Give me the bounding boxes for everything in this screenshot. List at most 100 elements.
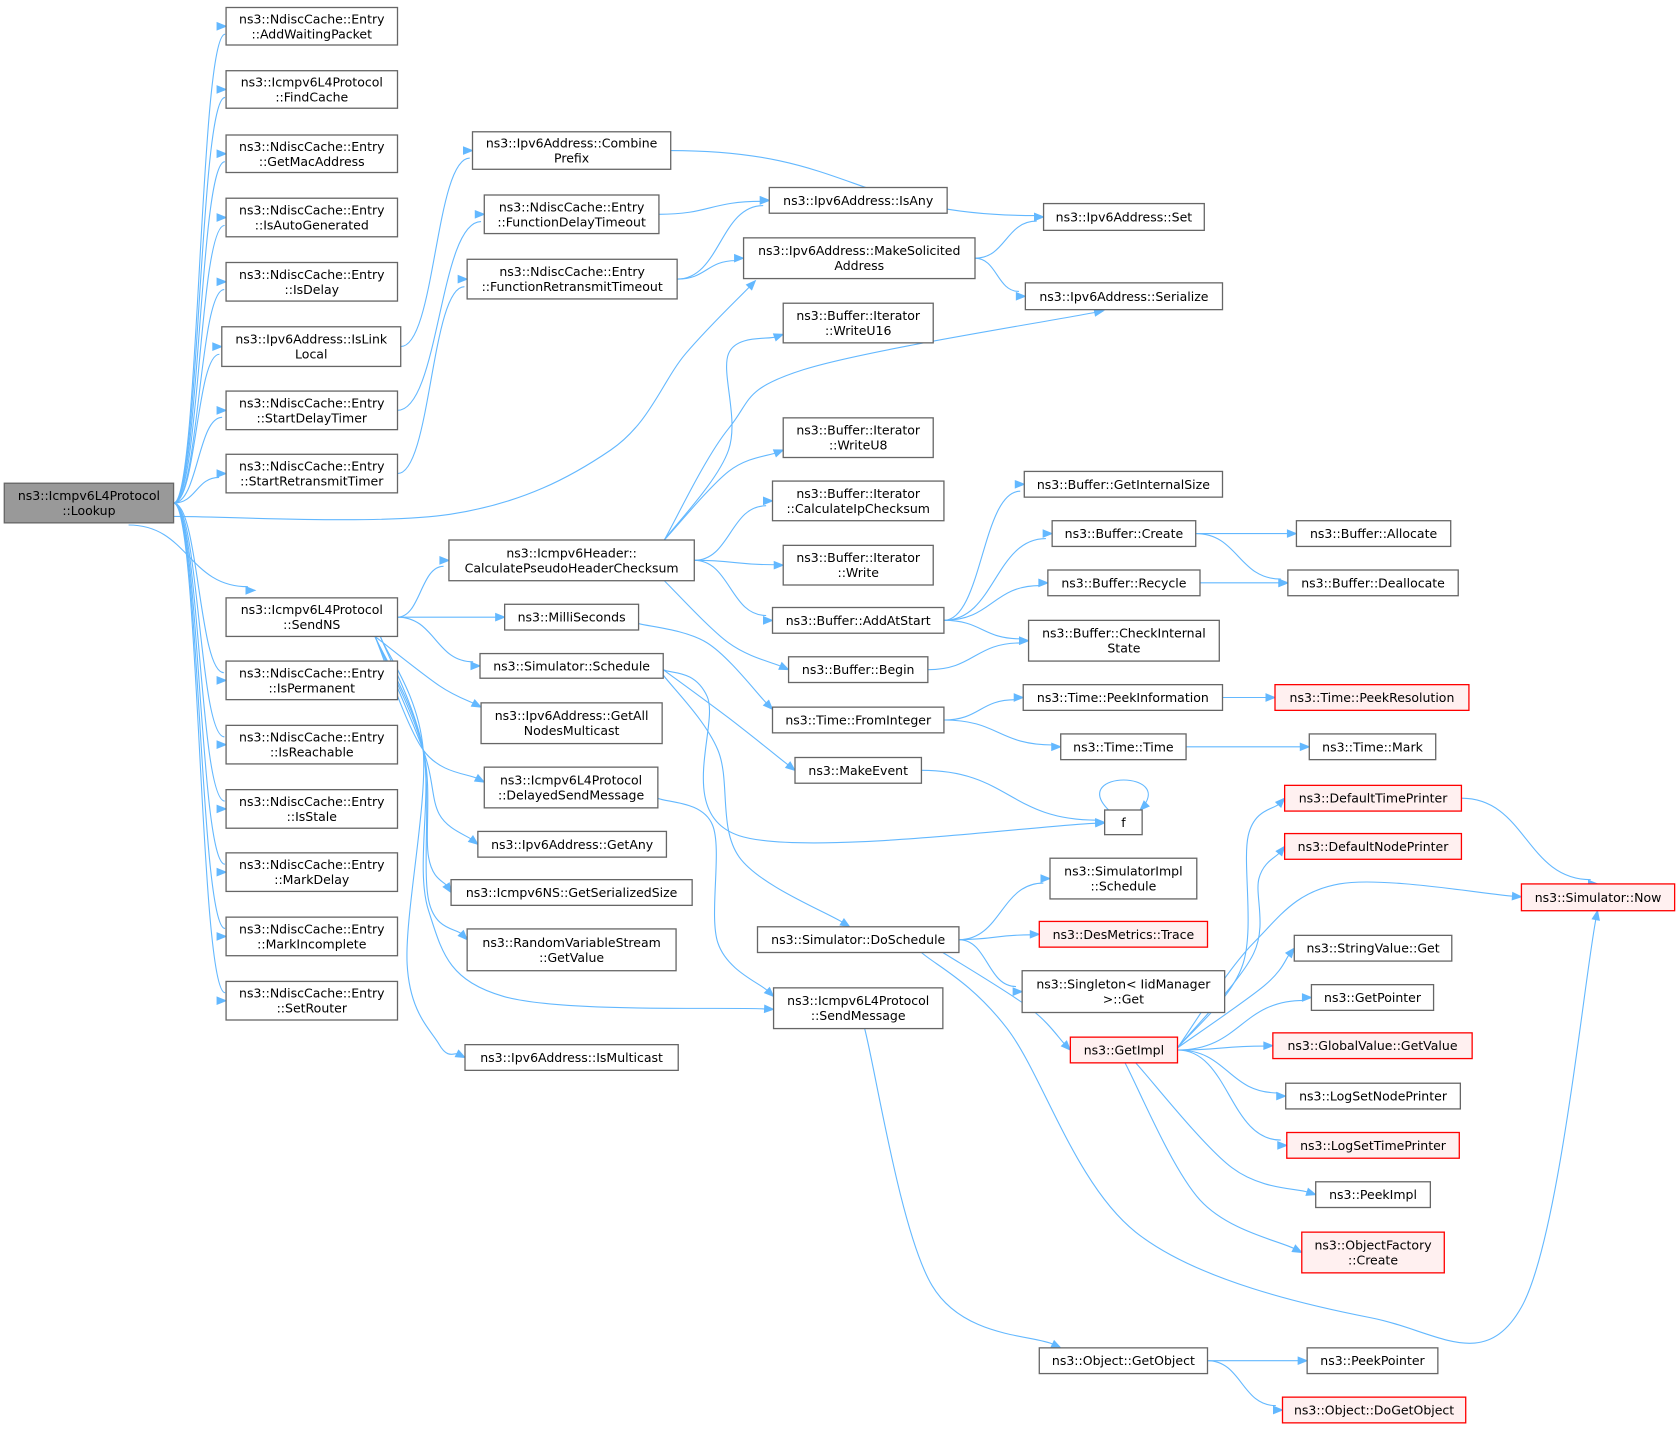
node-box[interactable] [225,852,399,893]
node-box[interactable] [477,830,668,858]
node-box[interactable] [480,702,663,745]
node-stringvalueget[interactable]: ns3::StringValue::Get [1293,934,1453,962]
node-box[interactable] [1103,809,1143,836]
node-box[interactable] [225,134,399,174]
node-ipv6set[interactable]: ns3::Ipv6Address::Set [1042,202,1205,232]
node-getimpl[interactable]: ns3::GetImpl [1069,1036,1179,1064]
node-box[interactable] [1022,683,1224,712]
node-bufbegin[interactable]: ns3::Buffer::Begin [787,656,929,684]
node-delayedsend[interactable]: ns3::Icmpv6L4Protocol::DelayedSendMessag… [483,766,659,809]
node-milliseconds[interactable]: ns3::MilliSeconds [503,603,640,631]
node-box[interactable] [1047,569,1201,597]
node-box[interactable] [1027,619,1220,662]
node-box[interactable] [225,660,399,701]
node-root[interactable]: ns3::Icmpv6L4Protocol::Lookup [3,482,175,524]
node-markincomplete[interactable]: ns3::NdiscCache::Entry::MarkIncomplete [225,916,399,957]
node-box[interactable] [742,237,976,280]
node-box[interactable] [1306,1347,1439,1375]
node-box[interactable] [1520,883,1676,912]
node-box[interactable] [225,261,399,302]
node-box[interactable] [1287,569,1459,597]
node-box[interactable] [1295,520,1452,548]
node-startretx[interactable]: ns3::NdiscCache::Entry::StartRetransmitT… [225,453,399,494]
node-box[interactable] [1024,282,1224,311]
node-rvsgetvalue[interactable]: ns3::RandomVariableStream::GetValue [466,928,677,972]
node-objfactory[interactable]: ns3::ObjectFactory::Create [1301,1231,1445,1274]
node-box[interactable] [1274,683,1470,712]
node-makeevent[interactable]: ns3::MakeEvent [794,756,923,784]
node-box[interactable] [782,544,934,586]
node-timemark[interactable]: ns3::Time::Mark [1308,733,1437,761]
node-box[interactable] [466,258,678,300]
node-box[interactable] [1069,1036,1179,1064]
node-calcpseudo[interactable]: ns3::Icmpv6Header::CalculatePseudoHeader… [448,539,695,582]
node-peekpointer[interactable]: ns3::PeekPointer [1306,1347,1439,1375]
node-box[interactable] [1049,857,1198,900]
node-isautogen[interactable]: ns3::NdiscCache::Entry::IsAutoGenerated [225,197,399,238]
node-box[interactable] [1281,1396,1467,1424]
node-writeu8[interactable]: ns3::Buffer::Iterator::WriteU8 [782,417,934,459]
node-findcache[interactable]: ns3::Icmpv6L4Protocol::FindCache [225,70,399,109]
node-box[interactable] [1023,470,1224,498]
node-box[interactable] [1060,733,1187,761]
node-box[interactable] [448,539,695,582]
node-deftimeprinter[interactable]: ns3::DefaultTimePrinter [1283,784,1463,812]
node-box[interactable] [221,326,402,368]
node-box[interactable] [1301,1231,1445,1274]
node-box[interactable] [787,656,929,684]
node-box[interactable] [503,603,640,631]
node-markdelay[interactable]: ns3::NdiscCache::Entry::MarkDelay [225,852,399,893]
node-box[interactable] [483,766,659,809]
node-box[interactable] [794,756,923,784]
node-nssersize[interactable]: ns3::Icmpv6NS::GetSerializedSize [450,878,693,907]
node-box[interactable] [466,928,677,972]
node-box[interactable] [225,788,399,829]
node-box[interactable] [3,482,175,524]
node-isreach[interactable]: ns3::NdiscCache::Entry::IsReachable [225,724,399,765]
node-box[interactable] [1038,920,1209,948]
node-addwaiting[interactable]: ns3::NdiscCache::Entry::AddWaitingPacket [225,6,399,46]
node-box[interactable] [225,390,399,431]
node-peekresolution[interactable]: ns3::Time::PeekResolution [1274,683,1470,712]
node-peekimpl[interactable]: ns3::PeekImpl [1315,1181,1432,1209]
node-sendns[interactable]: ns3::Icmpv6L4Protocol::SendNS [225,597,399,638]
node-simschedule[interactable]: ns3::Simulator::Schedule [479,652,664,679]
node-box[interactable] [225,597,399,638]
node-box[interactable] [782,417,934,459]
node-frominteger[interactable]: ns3::Time::FromInteger [771,706,945,734]
node-box[interactable] [471,131,672,170]
node-sendmessage[interactable]: ns3::Icmpv6L4Protocol::SendMessage [772,987,944,1030]
node-isdelay[interactable]: ns3::NdiscCache::Entry::IsDelay [225,261,399,302]
node-box[interactable] [225,980,399,1021]
node-logsetnode[interactable]: ns3::LogSetNodePrinter [1285,1082,1462,1110]
node-calcipchk[interactable]: ns3::Buffer::Iterator::CalculateIpChecks… [771,480,945,522]
node-isstale[interactable]: ns3::NdiscCache::Entry::IsStale [225,788,399,829]
node-bufallocate[interactable]: ns3::Buffer::Allocate [1295,520,1452,548]
node-box[interactable] [771,706,945,734]
node-peekinfo[interactable]: ns3::Time::PeekInformation [1022,683,1224,712]
node-bufdeallocate[interactable]: ns3::Buffer::Deallocate [1287,569,1459,597]
node-bufrecycle[interactable]: ns3::Buffer::Recycle [1047,569,1201,597]
node-box[interactable] [225,6,399,46]
node-defnodeprinter[interactable]: ns3::DefaultNodePrinter [1283,832,1463,860]
node-simimplschedule[interactable]: ns3::SimulatorImpl::Schedule [1049,857,1198,900]
node-f[interactable]: f [1103,809,1143,836]
node-box[interactable] [768,186,948,214]
node-box[interactable] [225,197,399,238]
node-box[interactable] [225,453,399,494]
node-box[interactable] [756,926,960,954]
node-dogetobject[interactable]: ns3::Object::DoGetObject [1281,1396,1467,1424]
node-setrouter[interactable]: ns3::NdiscCache::Entry::SetRouter [225,980,399,1021]
node-iterwrite[interactable]: ns3::Buffer::Iterator::Write [782,544,934,586]
node-box[interactable] [450,878,693,907]
node-box[interactable] [464,1043,679,1072]
node-writeu16[interactable]: ns3::Buffer::Iterator::WriteU16 [782,302,934,344]
node-ipv6serialize[interactable]: ns3::Ipv6Address::Serialize [1024,282,1224,311]
node-box[interactable] [479,652,664,679]
node-getpointer[interactable]: ns3::GetPointer [1310,983,1435,1012]
node-box[interactable] [225,724,399,765]
node-box[interactable] [225,70,399,109]
